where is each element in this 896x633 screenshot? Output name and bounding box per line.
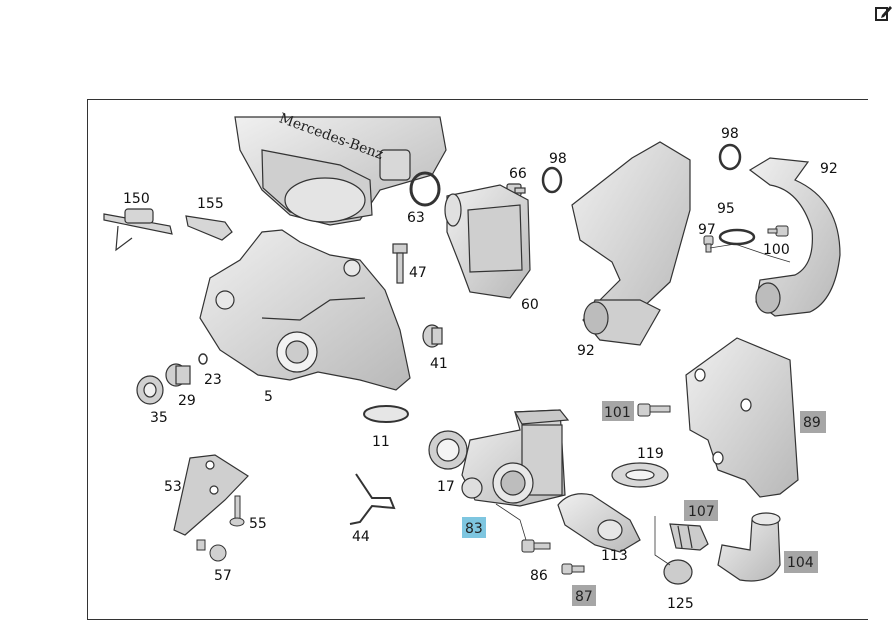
highlight-box-83 xyxy=(462,517,486,538)
label-97[interactable]: 97 xyxy=(698,222,716,238)
part-47-bolt xyxy=(392,243,408,284)
label-101[interactable]: 101 xyxy=(604,405,631,421)
label-44[interactable]: 44 xyxy=(352,529,370,545)
label-100[interactable]: 100 xyxy=(763,242,790,258)
label-92b[interactable]: 92 xyxy=(577,343,595,359)
label-53[interactable]: 53 xyxy=(164,479,182,495)
label-155[interactable]: 155 xyxy=(197,196,224,212)
label-150[interactable]: 150 xyxy=(123,191,150,207)
part-113-intake-tube xyxy=(557,493,641,553)
label-98a[interactable]: 98 xyxy=(549,151,567,167)
label-87[interactable]: 87 xyxy=(575,589,593,605)
label-107[interactable]: 107 xyxy=(688,504,715,520)
label-35[interactable]: 35 xyxy=(150,410,168,426)
part-53-bracket xyxy=(173,454,249,536)
label-5[interactable]: 5 xyxy=(264,389,273,405)
label-98b[interactable]: 98 xyxy=(721,126,739,142)
part-100-screw xyxy=(767,225,789,237)
part-29-plug xyxy=(165,363,191,387)
part-125-cap xyxy=(663,559,693,585)
label-11[interactable]: 11 xyxy=(372,434,390,450)
label-60[interactable]: 60 xyxy=(521,297,539,313)
highlight-box-101 xyxy=(602,401,634,421)
label-23[interactable]: 23 xyxy=(204,372,222,388)
highlight-box-104 xyxy=(784,551,818,573)
label-119[interactable]: 119 xyxy=(637,446,664,462)
part-35-cap xyxy=(136,375,164,405)
label-86[interactable]: 86 xyxy=(530,568,548,584)
part-41-plug xyxy=(422,324,443,348)
label-125[interactable]: 125 xyxy=(667,596,694,612)
part-89-heat-shield xyxy=(685,337,799,498)
label-63[interactable]: 63 xyxy=(407,210,425,226)
part-101-bolt xyxy=(637,403,671,417)
part-104-elbow-pipe xyxy=(717,512,781,582)
diagram-frame xyxy=(87,99,868,620)
part-107-bellows xyxy=(669,523,709,551)
label-55[interactable]: 55 xyxy=(249,516,267,532)
part-83-throttle-body xyxy=(461,409,570,507)
part-55-bolt xyxy=(229,495,245,527)
part-63-ring xyxy=(409,171,441,207)
highlight-box-87 xyxy=(572,585,596,606)
label-17[interactable]: 17 xyxy=(437,479,455,495)
edit-icon[interactable] xyxy=(874,3,894,23)
part-44-bracket xyxy=(349,473,396,525)
label-66[interactable]: 66 xyxy=(509,166,527,182)
label-41[interactable]: 41 xyxy=(430,356,448,372)
part-150-connector xyxy=(103,208,173,252)
label-83[interactable]: 83 xyxy=(465,521,483,537)
part-92-air-duct-housing xyxy=(571,141,691,346)
part-57-bolt xyxy=(196,539,227,562)
label-95[interactable]: 95 xyxy=(717,201,735,217)
part-95-clamp xyxy=(718,228,756,246)
label-92a[interactable]: 92 xyxy=(820,161,838,177)
label-89[interactable]: 89 xyxy=(803,415,821,431)
part-60-sensor-housing xyxy=(444,184,531,299)
part-11-gasket xyxy=(363,405,409,423)
part-17-seal xyxy=(428,430,468,470)
part-98-ring-b xyxy=(718,143,742,171)
part-92-bent-pipe xyxy=(748,157,841,317)
leader-83 xyxy=(495,503,527,541)
leader-107 xyxy=(654,516,671,566)
part-155-bracket xyxy=(185,215,233,241)
part-87-bolt xyxy=(561,563,585,575)
leader-lines xyxy=(709,243,791,263)
part-98-ring-a xyxy=(541,166,563,194)
highlight-box-107 xyxy=(684,500,718,521)
part-86-bolt xyxy=(521,539,551,553)
part-97-screw xyxy=(703,235,714,253)
part-5-intake-manifold xyxy=(199,229,411,391)
label-113[interactable]: 113 xyxy=(601,548,628,564)
label-57[interactable]: 57 xyxy=(214,568,232,584)
engine-cover: Mercedes-Benz xyxy=(234,110,447,226)
highlight-box-89 xyxy=(800,411,826,433)
label-47[interactable]: 47 xyxy=(409,265,427,281)
label-29[interactable]: 29 xyxy=(178,393,196,409)
part-23-ring xyxy=(198,353,208,365)
part-119-gasket xyxy=(611,462,669,488)
label-104[interactable]: 104 xyxy=(787,555,814,571)
